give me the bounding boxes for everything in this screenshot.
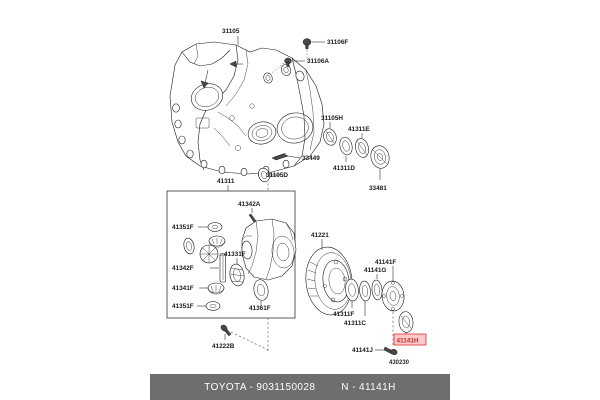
part-41141G: 41141G <box>364 267 386 301</box>
callout-41311D: 41311D <box>333 165 355 172</box>
part-31106F: 31106F <box>302 38 348 50</box>
highlight-box-41141H <box>393 333 427 346</box>
part-31105D: 31105D <box>258 167 288 183</box>
part-41342F: 41342F <box>172 253 226 283</box>
callout-41331F: 41331F <box>224 251 246 258</box>
callout-41141G: 41141G <box>364 267 386 274</box>
part-33449: 33449 <box>271 152 320 162</box>
part-41141F: 41141F <box>375 259 405 312</box>
callout-41342A: 41342A <box>238 201 261 208</box>
callout-41141F: 41141F <box>375 259 396 266</box>
part-41141J: 41141J <box>352 346 398 355</box>
part-41331F: 41331F <box>224 251 246 287</box>
callout-41311C: 41311C <box>344 320 366 327</box>
part-31106A: 31106A <box>284 57 329 68</box>
caption-reference: N - 41141H <box>341 381 396 393</box>
part-41311D: 41311D <box>333 136 355 172</box>
callout-31106F: 31106F <box>327 39 348 46</box>
drawing-code: 430230 <box>389 360 410 366</box>
part-41222B: 41222B <box>212 324 235 350</box>
callout-41221: 41221 <box>311 232 329 239</box>
part-side-gear-upper <box>208 235 226 248</box>
highlight-label-41141H: 41141H <box>397 337 419 344</box>
callout-group-41311: 41311 <box>217 178 235 191</box>
caption-brand-part: TOYOTA - 9031150028 <box>204 381 316 393</box>
callout-41311E: 41311E <box>348 126 370 133</box>
callout-31106A: 31106A <box>307 58 329 65</box>
part-41141H <box>398 311 414 336</box>
callout-41351F-2: 41351F <box>172 303 194 310</box>
callout-41361F: 41361F <box>249 305 271 312</box>
callout-41222B: 41222B <box>212 343 235 350</box>
part-31105H: 31105H <box>321 115 343 146</box>
part-pinion-cluster <box>199 244 219 264</box>
transaxle-housing-group: 31105 31106F 31106A <box>169 28 390 192</box>
part-41221: 41221 <box>305 232 353 316</box>
part-41311C: 41311C <box>344 280 371 327</box>
callout-41341F: 41341F <box>172 285 194 292</box>
part-41311F: 41311F <box>333 278 359 318</box>
caption-bar: TOYOTA - 9031150028 N - 41141H <box>150 374 450 400</box>
callout-33449: 33449 <box>302 155 320 162</box>
callout-41342F: 41342F <box>172 265 194 272</box>
callout-41311: 41311 <box>217 178 235 185</box>
ring-gear-group: 41221 41311F 41311C 41141G <box>305 232 427 355</box>
callout-31105H: 31105H <box>321 115 343 122</box>
part-41341F: 41341F <box>172 282 225 295</box>
callout-41351F-1: 41351F <box>172 224 194 231</box>
part-41351F-top: 41351F <box>172 222 223 232</box>
callout-31105D: 31105D <box>266 172 288 179</box>
differential-assembly-group: 41342A 41351F <box>172 201 297 312</box>
part-washer-left <box>183 237 195 255</box>
callout-31105: 31105 <box>222 28 240 35</box>
callout-41311F: 41311F <box>333 311 354 318</box>
part-33481: 33481 <box>369 145 390 192</box>
part-41351F-bottom: 41351F <box>172 301 221 311</box>
callout-33481: 33481 <box>369 185 387 192</box>
part-41311E: 41311E <box>348 126 370 158</box>
part-41361F: 41361F <box>249 279 271 312</box>
callout-41141J: 41141J <box>352 347 373 354</box>
